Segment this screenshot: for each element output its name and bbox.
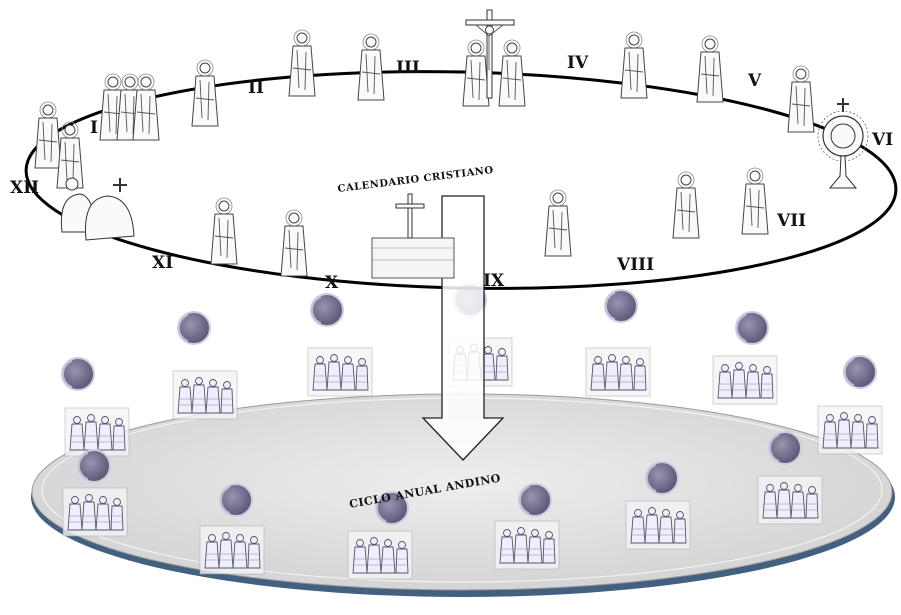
- andean-scene-icon: [757, 475, 823, 525]
- saint-figure-icon: [544, 189, 572, 257]
- saint-figure-icon: [357, 33, 385, 101]
- andean-scene-icon: [172, 370, 238, 420]
- andean-scene-icon: [494, 520, 560, 570]
- month-numeral: IV: [567, 53, 589, 73]
- month-numeral: X: [325, 273, 339, 293]
- andean-scene-icon: [307, 347, 373, 397]
- saint-figure-icon: [210, 197, 238, 265]
- andean-scene-icon: [712, 355, 778, 405]
- month-numeral: III: [396, 58, 420, 78]
- saint-figure-icon: [132, 73, 160, 141]
- saint-figure-icon: [672, 171, 700, 239]
- saint-figure-icon: [620, 31, 648, 99]
- moon-icon: [604, 289, 638, 323]
- andean-scene-icon: [817, 405, 883, 455]
- christian-calendar-title: CALENDARIO CRISTIANO: [337, 165, 494, 195]
- crucifix-icon: [465, 9, 515, 99]
- month-numeral: IX: [483, 271, 505, 291]
- bread-icon: [60, 177, 135, 241]
- andean-scene-icon: [585, 347, 651, 397]
- moon-icon: [768, 431, 802, 465]
- saint-figure-icon: [280, 209, 308, 277]
- moon-icon: [177, 311, 211, 345]
- month-numeral: II: [248, 78, 264, 98]
- andean-scene-icon: [199, 525, 265, 575]
- saint-figure-icon: [34, 101, 62, 169]
- saint-figure-icon: [288, 29, 316, 97]
- moon-icon: [61, 357, 95, 391]
- moon-icon: [219, 483, 253, 517]
- saint-figure-icon: [191, 59, 219, 127]
- andean-scene-icon: [64, 407, 130, 457]
- month-numeral: VII: [776, 211, 806, 231]
- moon-icon: [735, 311, 769, 345]
- saint-figure-icon: [498, 39, 526, 107]
- month-numeral: XII: [10, 178, 39, 198]
- andean-scene-icon: [62, 487, 128, 537]
- altar-icon: [371, 193, 455, 279]
- moon-icon: [310, 293, 344, 327]
- saint-figure-icon: [741, 167, 769, 235]
- monstrance-icon: [817, 98, 869, 189]
- down-arrow: [421, 195, 505, 461]
- month-numeral: V: [747, 71, 762, 91]
- moon-icon: [843, 355, 877, 389]
- andean-scene-icon: [347, 530, 413, 580]
- month-numeral: VIII: [616, 255, 654, 275]
- saint-figure-icon: [462, 39, 490, 107]
- month-numeral: I: [90, 118, 98, 138]
- moon-icon: [518, 483, 552, 517]
- saint-figure-icon: [787, 65, 815, 133]
- saint-figure-icon: [696, 35, 724, 103]
- moon-icon: [77, 449, 111, 483]
- andean-scene-icon: [625, 500, 691, 550]
- month-numeral: XI: [152, 253, 173, 273]
- month-numerals: I II III IV V VI VII VIII IX X XI XII: [10, 53, 893, 293]
- month-numeral: VI: [871, 130, 893, 150]
- moon-icon: [645, 461, 679, 495]
